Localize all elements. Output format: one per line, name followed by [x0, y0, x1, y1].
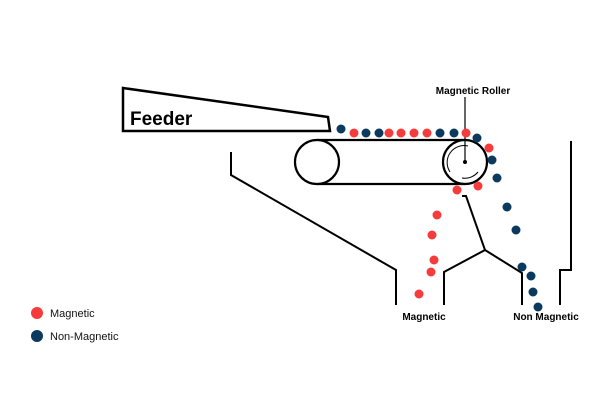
magnetic-particle [473, 181, 483, 191]
non-magnetic-particle [526, 271, 536, 281]
particles [336, 124, 543, 312]
legend-magnetic-swatch [31, 307, 43, 319]
left-chute-wall [230, 152, 397, 305]
non-magnetic-particle [533, 302, 543, 312]
magnetic-particle [432, 210, 442, 220]
non-magnetic-particle [492, 173, 502, 183]
magnetic-particle [422, 128, 432, 138]
roller-label: Magnetic Roller [436, 86, 511, 97]
magnetic-particle [349, 128, 359, 138]
magnetic-particle [384, 128, 394, 138]
legend-non-magnetic-label: Non-Magnetic [50, 331, 119, 343]
legend-non-magnetic-swatch [31, 330, 43, 342]
magnetic-particle [484, 143, 494, 153]
conveyor-belt [293, 138, 489, 186]
non-magnetic-particle [472, 133, 482, 143]
magnetic-particle [427, 230, 437, 240]
non-magnetic-particle [374, 128, 384, 138]
magnetic-particle [452, 185, 462, 195]
magnetic-particle [461, 128, 471, 138]
chute-walls [230, 141, 572, 305]
legend: Magnetic Non-Magnetic [31, 307, 119, 343]
idler-roller [293, 138, 341, 186]
non-magnetic-particle [361, 128, 371, 138]
feeder-hopper [121, 86, 332, 133]
non-magnetic-particle [517, 262, 527, 272]
bin-magnetic-label: Magnetic [402, 312, 446, 323]
non-magnetic-particle [449, 128, 459, 138]
non-magnetic-particle [502, 202, 512, 212]
splitter [443, 195, 487, 305]
non-magnetic-particle [336, 124, 346, 134]
magnetic-particle [426, 267, 436, 277]
magnetic-particle [396, 128, 406, 138]
bin-non-magnetic-label: Non Magnetic [513, 312, 579, 323]
magnetic-particle [414, 289, 424, 299]
legend-magnetic-label: Magnetic [50, 308, 95, 320]
magnetic-particle [429, 255, 439, 265]
non-magnetic-particle [511, 225, 521, 235]
splitter-right [484, 249, 523, 305]
right-chute-wall [559, 141, 572, 305]
feeder-label: Feeder [130, 109, 193, 130]
magnetic-particle [409, 128, 419, 138]
non-magnetic-particle [435, 128, 445, 138]
non-magnetic-particle [487, 155, 497, 165]
non-magnetic-particle [528, 287, 538, 297]
